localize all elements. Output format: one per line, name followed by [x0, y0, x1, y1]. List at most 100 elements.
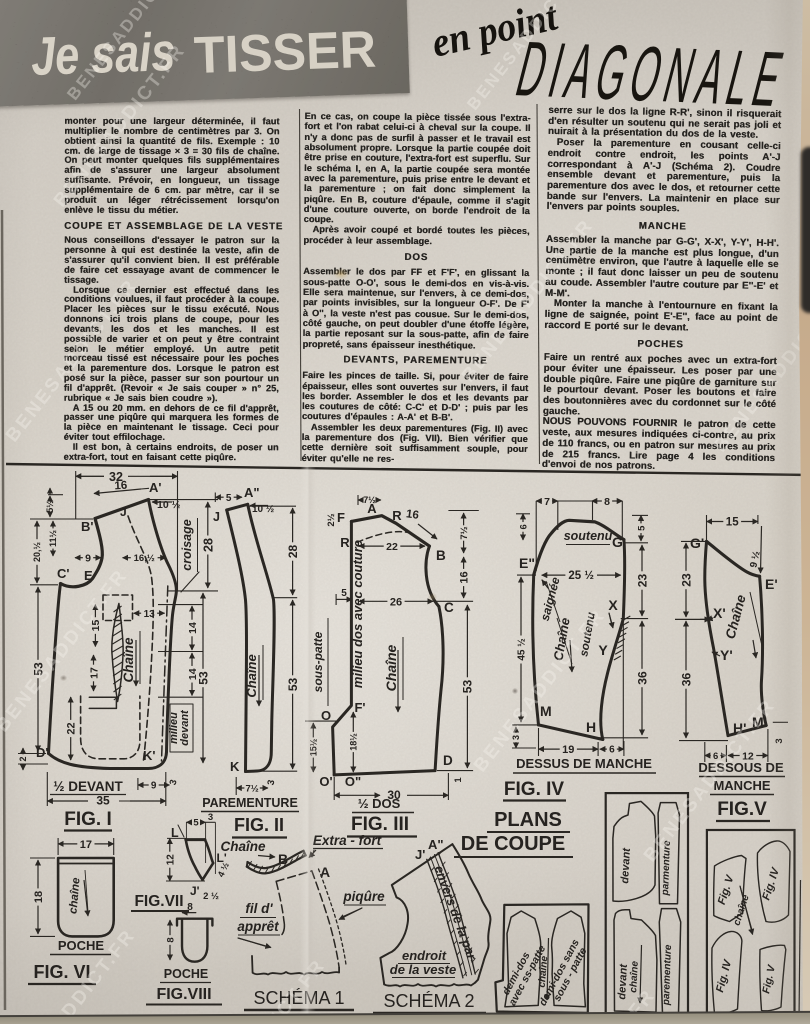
svg-text:apprêt: apprêt: [237, 919, 279, 934]
svg-text:Chaîne: Chaîne: [723, 593, 749, 641]
svg-text:fil d': fil d': [245, 901, 273, 916]
svg-text:G': G': [690, 535, 704, 551]
svg-text:F': F': [354, 700, 365, 715]
svg-text:piqûre: piqûre: [342, 889, 385, 904]
svg-text:L: L: [171, 826, 179, 840]
svg-text:14: 14: [187, 622, 199, 634]
svg-text:Y: Y: [598, 642, 608, 658]
svg-text:16,½: 16,½: [134, 553, 155, 564]
svg-text:2½: 2½: [326, 513, 337, 526]
svg-text:16: 16: [405, 508, 419, 522]
svg-text:K: K: [230, 759, 240, 774]
svg-text:12: 12: [742, 750, 754, 762]
svg-text:5½: 5½: [45, 500, 55, 513]
svg-text:FIG. VI: FIG. VI: [33, 962, 90, 982]
svg-text:FIG.VIII: FIG.VIII: [156, 986, 211, 1003]
svg-text:Chaîne: Chaîne: [220, 839, 266, 854]
svg-text:R: R: [340, 535, 350, 550]
svg-text:5: 5: [636, 525, 647, 531]
svg-text:2 ½: 2 ½: [203, 891, 219, 902]
svg-text:Y': Y': [720, 647, 733, 663]
svg-text:J: J: [120, 505, 127, 519]
svg-text:Extra - fort: Extra - fort: [313, 833, 382, 848]
svg-text:DESSUS DE MANCHE: DESSUS DE MANCHE: [516, 756, 652, 771]
svg-text:B: B: [436, 548, 446, 563]
svg-text:26: 26: [390, 596, 402, 608]
svg-text:J: J: [213, 510, 220, 524]
svg-text:milieu dos avec couture: milieu dos avec couture: [350, 540, 365, 688]
svg-text:23: 23: [679, 573, 693, 587]
svg-text:de la veste: de la veste: [390, 962, 457, 977]
svg-text:DESSOUS DE: DESSOUS DE: [698, 760, 784, 775]
svg-text:FIG.V: FIG.V: [717, 799, 767, 820]
svg-text:45 ½: 45 ½: [517, 638, 528, 660]
svg-text:3: 3: [266, 779, 278, 786]
svg-text:14: 14: [187, 668, 199, 680]
svg-text:17: 17: [80, 839, 92, 851]
svg-text:7: 7: [544, 496, 550, 508]
svg-text:D': D': [36, 745, 48, 760]
svg-text:16: 16: [459, 571, 471, 583]
svg-text:½ DEVANT: ½ DEVANT: [53, 779, 123, 794]
svg-text:DE COUPE: DE COUPE: [461, 833, 565, 855]
svg-text:Chaîne: Chaîne: [383, 644, 399, 691]
svg-text:J': J': [190, 884, 200, 898]
svg-text:F: F: [337, 510, 345, 525]
svg-text:11½: 11½: [48, 530, 58, 548]
svg-text:MANCHE: MANCHE: [713, 778, 770, 793]
svg-text:7½: 7½: [459, 526, 470, 539]
svg-text:53: 53: [461, 680, 475, 694]
svg-text:L': L': [217, 851, 227, 865]
svg-text:croisage: croisage: [180, 519, 194, 570]
svg-text:SCHÉMA 1: SCHÉMA 1: [253, 988, 344, 1008]
svg-text:FIG. III: FIG. III: [351, 814, 409, 835]
svg-text:Fig. IV: Fig. IV: [714, 957, 735, 994]
svg-text:E": E": [519, 555, 535, 571]
svg-text:endroit: endroit: [402, 948, 447, 963]
svg-text:13: 13: [144, 609, 156, 620]
svg-text:5: 5: [226, 493, 232, 504]
svg-text:9: 9: [151, 781, 157, 792]
svg-text:A: A: [367, 501, 377, 516]
svg-text:devant: devant: [619, 846, 633, 883]
svg-text:3: 3: [208, 812, 213, 823]
svg-text:17: 17: [88, 667, 100, 679]
svg-text:PAREMENTURE: PAREMENTURE: [202, 796, 298, 810]
svg-text:23: 23: [635, 574, 649, 588]
svg-text:10 ½: 10 ½: [157, 499, 181, 511]
svg-text:FIG. I: FIG. I: [64, 809, 112, 830]
svg-text:A": A": [244, 485, 260, 500]
svg-text:6: 6: [713, 751, 718, 762]
svg-text:6: 6: [609, 745, 615, 756]
svg-text:A': A': [149, 480, 161, 495]
svg-text:D: D: [443, 753, 453, 768]
svg-text:X: X: [608, 597, 618, 613]
svg-text:parementure: parementure: [661, 944, 674, 1006]
svg-text:8: 8: [187, 902, 193, 913]
svg-text:53: 53: [31, 662, 45, 676]
svg-text:½ DOS: ½ DOS: [358, 796, 401, 811]
svg-text:B': B': [81, 519, 93, 534]
svg-text:C: C: [444, 600, 454, 615]
svg-text:devant: devant: [616, 962, 630, 999]
svg-text:POCHE: POCHE: [58, 938, 105, 953]
svg-text:19: 19: [562, 744, 574, 756]
svg-text:36: 36: [679, 673, 693, 687]
svg-text:36: 36: [635, 671, 649, 685]
svg-text:30: 30: [387, 788, 401, 802]
svg-text:25 ½: 25 ½: [568, 570, 594, 582]
svg-text:E': E': [765, 576, 778, 592]
svg-text:15: 15: [90, 620, 102, 632]
svg-text:Chaîne: Chaîne: [244, 654, 259, 697]
svg-text:J': J': [415, 847, 425, 862]
svg-text:parmenture: parmenture: [660, 840, 673, 897]
svg-text:3: 3: [168, 778, 180, 786]
svg-text:5: 5: [341, 588, 347, 599]
svg-text:Fig. V: Fig. V: [716, 872, 737, 906]
svg-text:A: A: [320, 864, 330, 880]
svg-text:M': M': [752, 714, 767, 730]
svg-text:K': K': [143, 748, 155, 763]
svg-text:8: 8: [165, 937, 176, 942]
svg-text:22: 22: [66, 722, 78, 734]
svg-text:5: 5: [193, 818, 199, 829]
